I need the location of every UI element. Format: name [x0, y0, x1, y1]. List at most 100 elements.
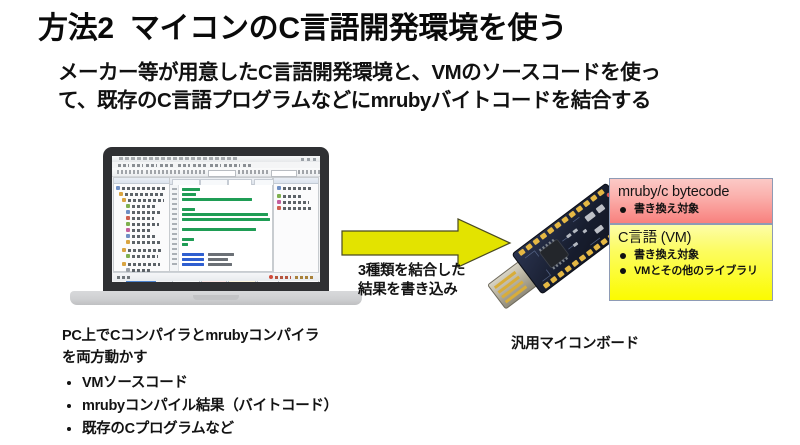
code-line-directive	[182, 258, 204, 261]
toolbar-group-file	[117, 170, 143, 174]
menu-item-build	[178, 163, 190, 167]
symbol-icon	[277, 206, 281, 210]
file-icon	[126, 228, 130, 232]
tree-row[interactable]	[126, 234, 157, 238]
laptop-caption-block: PC上でCコンパイラとmrubyコンパイラ を両方動かす VMソースコード mr…	[62, 326, 422, 442]
code-line-token	[208, 263, 232, 266]
code-line-comment	[182, 198, 252, 201]
folder-icon	[122, 198, 126, 202]
slide-subtitle: メーカー等が用意したC言語開発環境と、VMのソースコードを使っ て、既存のC言語…	[58, 59, 772, 116]
file-icon	[126, 240, 130, 244]
subtitle-line-1: メーカー等が用意したC言語開発環境と、VMのソースコードを使っ	[58, 61, 661, 84]
ide-code-editor[interactable]	[169, 177, 280, 281]
editor-tab-active[interactable]	[228, 178, 252, 185]
code-line-comment	[182, 238, 194, 241]
laptop-caption-line-1: PC上でCコンパイラとmrubyコンパイラ	[62, 328, 320, 344]
tree-row[interactable]	[122, 248, 162, 252]
ide-outline-panel[interactable]	[273, 177, 319, 282]
menu-item-window	[224, 163, 240, 167]
tree-row-selected[interactable]	[126, 280, 156, 282]
symbol-icon	[277, 194, 281, 198]
laptop-bullet-item: VMソースコード	[62, 372, 422, 395]
board-caption: 汎用マイコンボード	[511, 336, 639, 352]
tree-row[interactable]	[126, 216, 154, 220]
outline-row[interactable]	[277, 194, 303, 198]
code-line-comment	[182, 228, 256, 231]
menu-item-project	[160, 163, 175, 167]
menu-item-view	[146, 163, 157, 167]
tree-row[interactable]	[119, 192, 165, 196]
ide-status-bar	[113, 272, 319, 281]
ide-project-explorer[interactable]	[113, 177, 170, 282]
tree-row[interactable]	[126, 254, 158, 258]
toolbar-search-input[interactable]	[208, 169, 236, 177]
symbol-icon	[277, 186, 281, 190]
file-icon	[126, 234, 130, 238]
folder-icon	[122, 248, 126, 252]
toolbar-group-debug	[298, 170, 320, 174]
code-line-comment	[182, 193, 196, 196]
subtitle-line-2: て、既存のC言語プログラムなどにmrubyバイトコードを結合する	[58, 89, 651, 113]
symbol-icon	[277, 200, 281, 204]
window-minimize-icon	[301, 157, 304, 161]
arrow-caption: 3種類を結合した 結果を書き込み	[358, 262, 528, 300]
folder-icon	[119, 192, 123, 196]
editor-line-number-gutter	[170, 185, 179, 271]
arrow-caption-line-2: 結果を書き込み	[358, 282, 458, 299]
file-icon	[126, 216, 130, 220]
tree-row[interactable]	[126, 240, 161, 244]
file-icon	[126, 210, 130, 214]
file-icon	[126, 222, 130, 226]
callout-title: mruby/c bytecode	[618, 184, 730, 200]
code-line-token	[208, 253, 234, 256]
ide-screenshot	[112, 156, 320, 282]
tree-row[interactable]	[126, 268, 150, 272]
editor-tab-bar[interactable]	[170, 178, 280, 185]
callout-title: C言語 (VM)	[618, 230, 692, 246]
menu-item-file	[118, 163, 129, 167]
tree-row[interactable]	[126, 228, 152, 232]
editor-tab[interactable]	[172, 178, 200, 185]
tree-row[interactable]	[116, 186, 166, 190]
laptop-screen	[112, 156, 320, 282]
warning-count-text	[295, 275, 315, 279]
code-line-comment	[182, 243, 188, 246]
file-icon	[126, 268, 130, 272]
code-line-comment	[182, 208, 195, 211]
laptop-bullet-item: mrubyコンパイル結果（バイトコード）	[62, 395, 422, 418]
outline-row[interactable]	[277, 206, 311, 210]
toolbar-group-edit	[146, 170, 180, 174]
menu-item-edit	[132, 163, 143, 167]
project-explorer-header	[114, 178, 169, 184]
editor-tab[interactable]	[200, 178, 228, 185]
laptop-trackpad-notch	[193, 295, 239, 300]
callout-c-language-vm: C言語 (VM) 書き換え対象 VMとその他のライブラリ	[609, 224, 773, 301]
menu-item-help	[243, 163, 253, 167]
tree-row[interactable]	[122, 262, 160, 266]
tree-row[interactable]	[126, 204, 156, 208]
callout-list-item: 書き換え対象	[618, 202, 764, 218]
tree-row[interactable]	[122, 198, 164, 202]
toolbar-group-build	[238, 170, 268, 174]
error-count-text	[275, 275, 291, 279]
ide-window-title-text	[119, 157, 239, 160]
right-arrow-icon	[340, 216, 512, 270]
code-line-token	[208, 258, 228, 261]
menu-item-tools	[210, 163, 221, 167]
ide-toolbar	[112, 168, 320, 177]
outline-row[interactable]	[277, 200, 309, 204]
callout-list-item: VMとその他のライブラリ	[618, 264, 764, 280]
toolbar-config-select[interactable]	[271, 169, 297, 177]
laptop-lid	[103, 147, 329, 294]
window-close-icon	[313, 157, 316, 161]
tree-row[interactable]	[126, 210, 160, 214]
menu-item-debug	[193, 163, 207, 167]
code-line-comment	[182, 213, 268, 216]
code-line-comment	[182, 188, 200, 191]
laptop-bullet-item: 既存のCプログラムなど	[62, 418, 422, 441]
outline-row[interactable]	[277, 186, 313, 190]
tree-row[interactable]	[126, 222, 159, 226]
laptop-bullet-list: VMソースコード mrubyコンパイル結果（バイトコード） 既存のCプログラムな…	[62, 372, 422, 442]
file-icon	[126, 204, 130, 208]
